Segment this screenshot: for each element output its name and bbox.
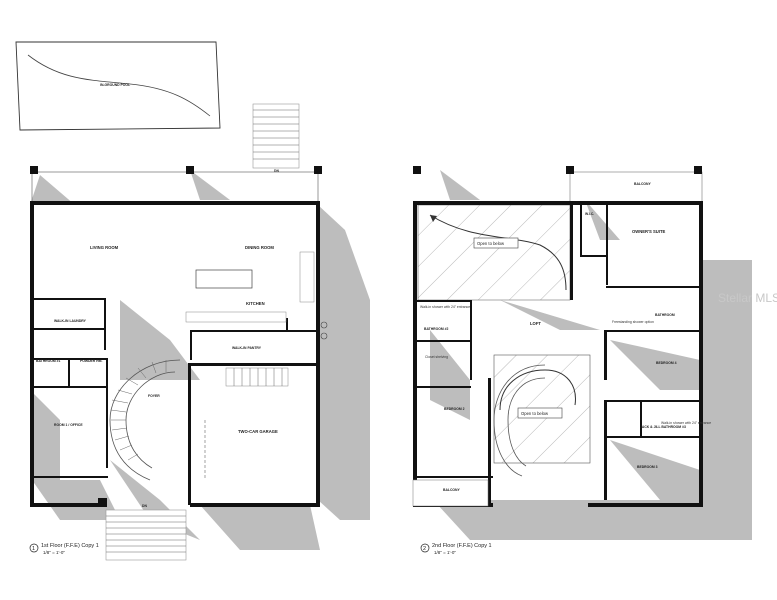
first-floor-plan: DN [29,103,370,561]
second-floor-caption-title: 2nd Floor (F.F.E) Copy 1 [432,543,492,549]
balcony-top-label: BALCONY [634,182,652,186]
first-floor-caption: 1 1st Floor (F.F.E) Copy 1 1/8" = 1'-0" [29,543,99,555]
loft-label: LOFT [530,321,541,326]
wic-label: W.I.C. [585,212,594,216]
bedroom3-label: BEDROOM 3 [637,465,658,469]
second-floor-caption-scale: 1/8" = 1'-0" [434,550,456,555]
jack-jill-note: Walk-in shower with 24" entrance [661,421,711,425]
foyer-label: FOYER [148,394,160,398]
bedroom4-label: BEDROOM 4 [656,361,677,365]
closet-shelving-note: Closet shelving [425,355,448,359]
second-floor-caption: 2 2nd Floor (F.F.E) Copy 1 1/8" = 1'-0" [420,543,492,555]
dn-label-bottom: DN [142,504,147,508]
laundry-label: WALK-IN LAUNDRY [54,319,87,323]
open-to-below-bottom: Open to below [521,411,549,416]
bathroom2-label: BATHROOM #2 [424,327,449,331]
jack-jill-bath-label: JACK & JILL BATHROOM #3 [640,425,686,429]
bedroom2-label: BEDROOM 2 [444,407,465,411]
owners-bathroom-label: BATHROOM [655,313,675,317]
rear-steps: DN [252,103,300,173]
front-steps: DN [105,504,187,561]
garage-label: TWO-CAR GARAGE [238,429,278,434]
caption-number-2: 2 [423,546,426,552]
kitchen-label: KITCHEN [246,301,265,306]
dn-label-top: DN [274,169,279,173]
watermark: Stellar MLS [718,291,777,305]
office-label: ROOM 1 / OFFICE [54,423,83,427]
open-to-below-top: Open to below [477,241,505,246]
caption-number-1: 1 [32,546,35,552]
first-floor-caption-scale: 1/8" = 1'-0" [43,550,65,555]
powder-room-label: POWDER RM. [80,359,102,363]
pool-label: IN-GROUND POOL [100,83,130,87]
dining-room-label: DINING ROOM [245,245,274,250]
first-floor-caption-title: 1st Floor (F.F.E) Copy 1 [41,543,99,549]
living-room-label: LIVING ROOM [90,245,119,250]
pantry-label: WALK-IN PANTRY [232,346,262,350]
balcony-bottom-label: BALCONY [443,488,461,492]
owners-suite-label: OWNER'S SUITE [632,229,666,234]
second-floor-plan: Open to below Open to below BALCONY OWNE… [412,166,752,555]
freestanding-note: Freestanding shower option [612,320,654,324]
bath2-note: Walk-in shower with 24" entrance [420,305,470,309]
pool: IN-GROUND POOL [15,41,221,131]
bathroom1-label: BATHROOM #1 [36,359,61,363]
